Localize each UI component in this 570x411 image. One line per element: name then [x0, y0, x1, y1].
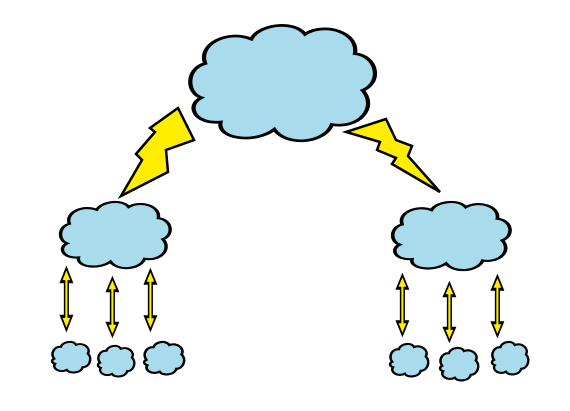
cloud-icon	[390, 344, 428, 376]
cloud-icon	[393, 202, 510, 270]
cloud-icon	[98, 346, 134, 377]
left-cloud	[61, 202, 171, 268]
cloud-icon	[61, 202, 171, 268]
right-arrows	[397, 275, 503, 341]
cloud-icon	[144, 342, 184, 374]
double-headed-arrow-icon	[107, 278, 118, 336]
right-child-clouds	[390, 342, 528, 380]
double-headed-arrow-icon	[492, 276, 503, 336]
lightning-bolt-icon	[341, 117, 441, 194]
left-child-clouds	[52, 342, 184, 377]
double-headed-arrow-icon	[145, 270, 156, 330]
left-arrows	[61, 268, 156, 336]
double-headed-arrow-icon	[397, 275, 408, 335]
cloud-icon	[190, 25, 375, 140]
cloud-icon	[440, 348, 478, 380]
cloud-icon	[492, 342, 528, 374]
cloud-icon	[52, 342, 90, 373]
top-cloud	[190, 25, 375, 140]
double-headed-arrow-icon	[444, 283, 455, 341]
lightning-bolt-icon	[117, 106, 196, 200]
right-cloud	[393, 202, 510, 270]
double-headed-arrow-icon	[61, 268, 72, 330]
